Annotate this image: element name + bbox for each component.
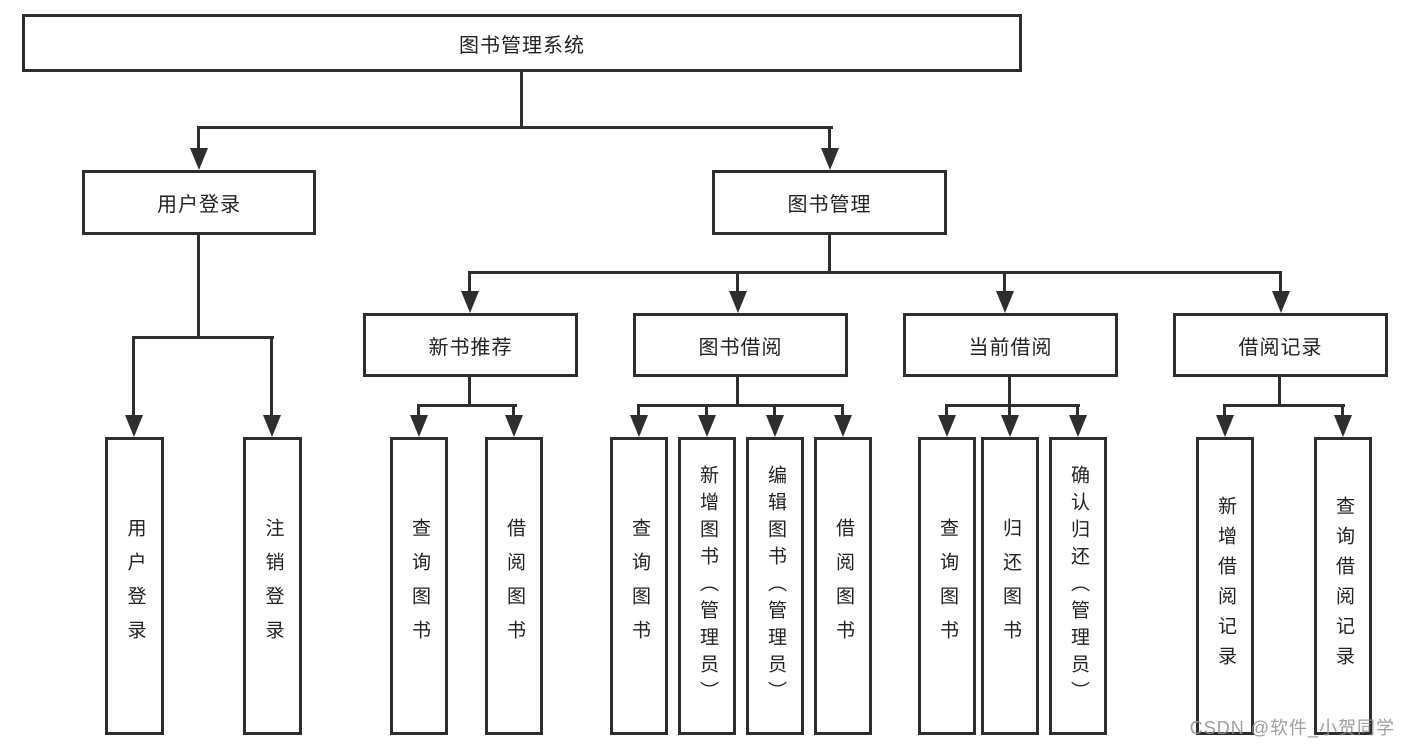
connector-root-horizontal <box>198 126 833 129</box>
arrow-down-icon <box>698 415 716 437</box>
connector-stub <box>1076 404 1079 417</box>
connector-stub <box>132 336 135 417</box>
node-book-borrowing: 图书借阅 <box>633 313 848 377</box>
node-leaf-query-books: 查询图书 <box>390 437 448 735</box>
node-leaf-return-books: 归还图书 <box>981 437 1039 735</box>
arrow-down-icon <box>1216 415 1234 437</box>
node-leaf-return-books-label: 归还图书 <box>999 518 1021 654</box>
connector-stub <box>637 404 640 417</box>
arrow-down-icon <box>505 415 523 437</box>
arrow-down-icon <box>461 291 479 313</box>
arrow-down-icon <box>263 415 281 437</box>
node-borrowing-records: 借阅记录 <box>1173 313 1388 377</box>
node-leaf-query-books: 查询图书 <box>610 437 668 735</box>
connector-stub <box>1008 404 1011 417</box>
connector-bookmgmt-vertical <box>828 233 831 274</box>
connector-current-vertical <box>1008 374 1011 406</box>
connector-stub <box>1003 271 1006 293</box>
connector-stub <box>705 404 708 417</box>
node-leaf-add-books-admin-label: 新增图书（管理员） <box>696 464 718 708</box>
connector-stub <box>270 336 273 417</box>
connector-stub <box>945 404 948 417</box>
node-leaf-query-borrow-record: 查询借阅记录 <box>1314 437 1372 735</box>
node-leaf-confirm-return-admin: 确认归还（管理员） <box>1049 437 1107 735</box>
node-leaf-user-login-label: 用户登录 <box>124 518 146 654</box>
csdn-watermark: CSDN @软件_小贺同学 <box>1189 718 1395 738</box>
arrow-down-icon <box>1069 415 1087 437</box>
node-book-management: 图书管理 <box>712 170 947 235</box>
arrow-down-icon <box>834 415 852 437</box>
connector-borrow-vertical <box>736 374 739 406</box>
node-leaf-query-books-label: 查询图书 <box>628 518 650 654</box>
connector-stub <box>841 404 844 417</box>
node-leaf-edit-books-admin-label: 编辑图书（管理员） <box>764 464 786 708</box>
node-root-system: 图书管理系统 <box>22 14 1022 72</box>
connector-stub <box>1279 271 1282 293</box>
node-leaf-query-borrow-record-label: 查询借阅记录 <box>1332 496 1354 676</box>
arrow-down-icon <box>630 415 648 437</box>
node-leaf-logout-label: 注销登录 <box>262 518 284 654</box>
arrow-down-icon <box>1001 415 1019 437</box>
connector-stub <box>197 126 200 152</box>
node-leaf-query-books: 查询图书 <box>918 437 976 735</box>
connector-bookmgmt-horizontal <box>468 271 1282 274</box>
connector-stub <box>1223 404 1226 417</box>
node-leaf-query-books-label: 查询图书 <box>936 518 958 654</box>
connector-login-horizontal <box>132 336 274 339</box>
node-leaf-user-login: 用户登录 <box>105 437 164 735</box>
node-leaf-add-borrow-record-label: 新增借阅记录 <box>1214 496 1236 676</box>
arrow-down-icon <box>410 415 428 437</box>
node-leaf-edit-books-admin: 编辑图书（管理员） <box>746 437 804 735</box>
arrow-down-icon <box>1272 291 1290 313</box>
node-leaf-borrow-books-label: 借阅图书 <box>832 518 854 654</box>
arrow-down-icon <box>1334 415 1352 437</box>
node-new-book-recommend: 新书推荐 <box>363 313 578 377</box>
arrow-down-icon <box>766 415 784 437</box>
arrow-down-icon <box>938 415 956 437</box>
connector-records-horizontal <box>1223 404 1345 407</box>
connector-stub <box>512 404 515 417</box>
connector-current-horizontal <box>945 404 1080 407</box>
node-leaf-logout: 注销登录 <box>243 437 302 735</box>
connector-stub <box>417 404 420 417</box>
node-leaf-add-books-admin: 新增图书（管理员） <box>678 437 736 735</box>
connector-borrow-horizontal <box>637 404 844 407</box>
node-user-login: 用户登录 <box>82 170 316 235</box>
arrow-down-icon <box>996 291 1014 313</box>
connector-newbook-vertical <box>468 374 471 406</box>
node-leaf-add-borrow-record: 新增借阅记录 <box>1196 437 1254 735</box>
connector-stub <box>468 271 471 293</box>
connector-stub <box>773 404 776 417</box>
connector-login-vertical <box>197 233 200 339</box>
node-current-borrowing: 当前借阅 <box>903 313 1118 377</box>
node-leaf-borrow-books-label: 借阅图书 <box>503 518 525 654</box>
node-leaf-query-books-label: 查询图书 <box>408 518 430 654</box>
arrow-down-icon <box>729 291 747 313</box>
arrow-down-icon <box>821 148 839 170</box>
connector-stub <box>828 126 831 152</box>
connector-stub <box>736 271 739 293</box>
connector-records-vertical <box>1278 374 1281 406</box>
node-leaf-borrow-books: 借阅图书 <box>485 437 543 735</box>
connector-newbook-horizontal <box>417 404 517 407</box>
node-leaf-borrow-books: 借阅图书 <box>814 437 872 735</box>
connector-stub <box>1341 404 1344 417</box>
arrow-down-icon <box>190 148 208 170</box>
connector-root-vertical <box>520 70 523 128</box>
node-leaf-confirm-return-admin-label: 确认归还（管理员） <box>1067 464 1089 708</box>
arrow-down-icon <box>125 415 143 437</box>
